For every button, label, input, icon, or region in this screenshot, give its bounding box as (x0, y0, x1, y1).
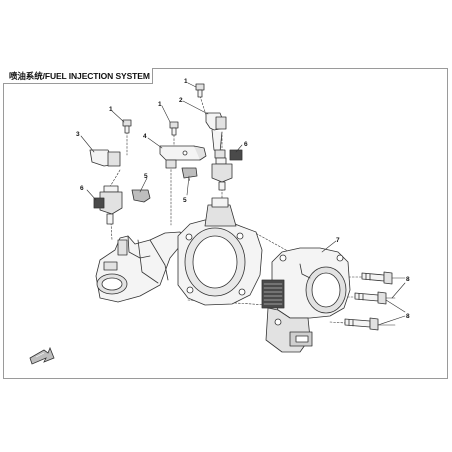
title-tab: 喷油系统/FUEL INJECTION SYSTEM (3, 68, 153, 84)
throttle-body (261, 247, 351, 353)
callout-3: 3 (76, 131, 80, 138)
screw-1-center (169, 121, 179, 136)
callout-8-lower: 8 (406, 313, 410, 320)
screw-1-left (122, 119, 132, 134)
callout-1-top: 1 (184, 78, 188, 85)
callout-5-center: 5 (183, 197, 187, 204)
callout-8-upper: 8 (406, 276, 410, 283)
bolt-upper (361, 271, 393, 285)
bolt-middle (354, 291, 387, 305)
hose-connector-2 (205, 112, 227, 159)
sensor-4 (159, 145, 207, 169)
fuel-injector-right (211, 149, 243, 191)
callout-4: 4 (143, 133, 147, 140)
callout-labels: 1 1 1 2 3 4 5 5 6 6 7 8 8 (76, 78, 410, 320)
screw-1-top (195, 83, 205, 98)
callout-2: 2 (179, 97, 183, 104)
page-title: 喷油系统/FUEL INJECTION SYSTEM (9, 71, 150, 81)
callout-1-left: 1 (109, 106, 113, 113)
clip-5-left (131, 189, 151, 203)
callout-6-left: 6 (80, 185, 84, 192)
direction-arrow-icon (29, 346, 55, 365)
adapter-housing (177, 197, 263, 306)
fuel-injector-left (93, 185, 123, 225)
callout-1-center: 1 (158, 101, 162, 108)
callout-5-left: 5 (144, 173, 148, 180)
clip-5-center (181, 167, 198, 179)
callout-6-right: 6 (244, 141, 248, 148)
hose-connector-3 (89, 149, 121, 167)
leader-lines (80, 82, 406, 326)
intake-manifold (95, 231, 186, 303)
callout-7: 7 (336, 237, 340, 244)
bolt-lower (344, 317, 379, 331)
